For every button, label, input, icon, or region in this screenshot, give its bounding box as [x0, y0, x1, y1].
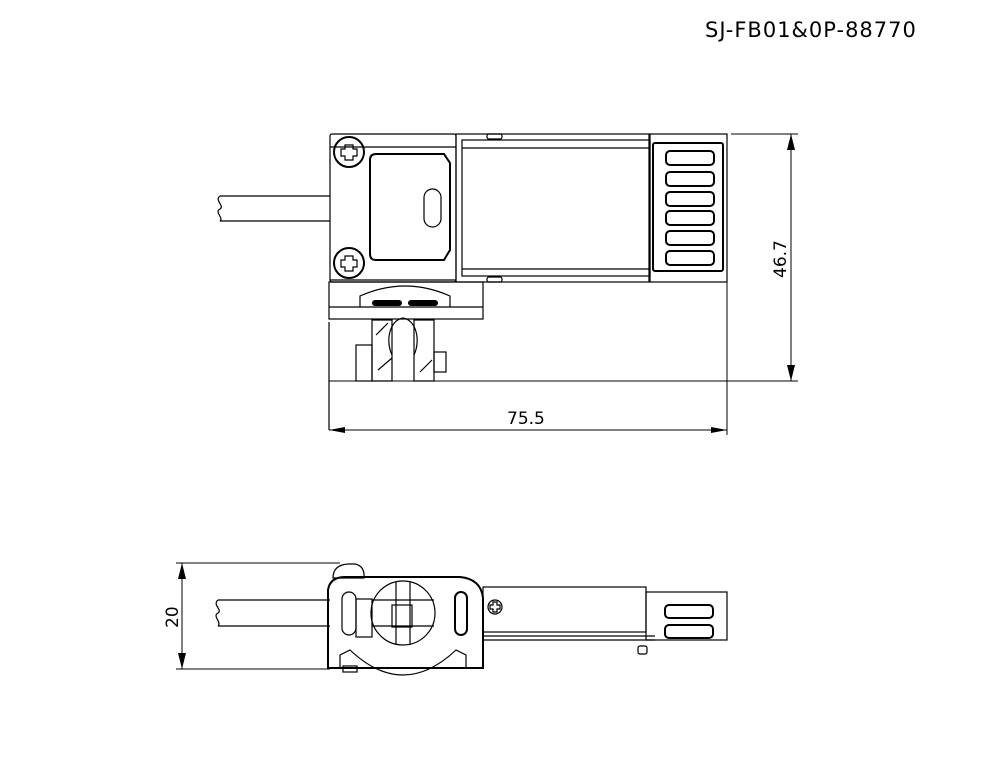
clamp-housing	[327, 576, 484, 669]
contact-slots	[665, 150, 715, 266]
body-middle	[482, 586, 647, 633]
dimension-width-label: 75.5	[507, 409, 545, 429]
dimension-height	[329, 133, 798, 382]
top-view	[217, 133, 798, 435]
screw-icon	[487, 599, 503, 615]
dimension-side-height	[176, 562, 340, 670]
dimension-width	[329, 282, 728, 435]
connector-tip	[649, 133, 728, 283]
body-middle	[455, 133, 650, 283]
cable-clamp	[328, 317, 447, 430]
dimension-side-height-label: 20	[163, 606, 183, 628]
label-window	[369, 153, 451, 261]
cable-icon	[215, 599, 330, 627]
cable-grip	[370, 580, 436, 646]
mounting-plate	[328, 281, 484, 320]
cable-icon	[217, 195, 330, 222]
part-number-label: SJ-FB01&0P-88770	[705, 18, 917, 42]
screw-icon	[333, 247, 365, 279]
screw-head	[332, 563, 365, 579]
connector-tip	[645, 591, 728, 641]
screw-icon	[333, 136, 365, 168]
latch-slot	[423, 188, 442, 228]
side-view	[176, 562, 728, 676]
body-cover	[461, 139, 651, 277]
dimension-height-label: 46.7	[771, 240, 791, 278]
